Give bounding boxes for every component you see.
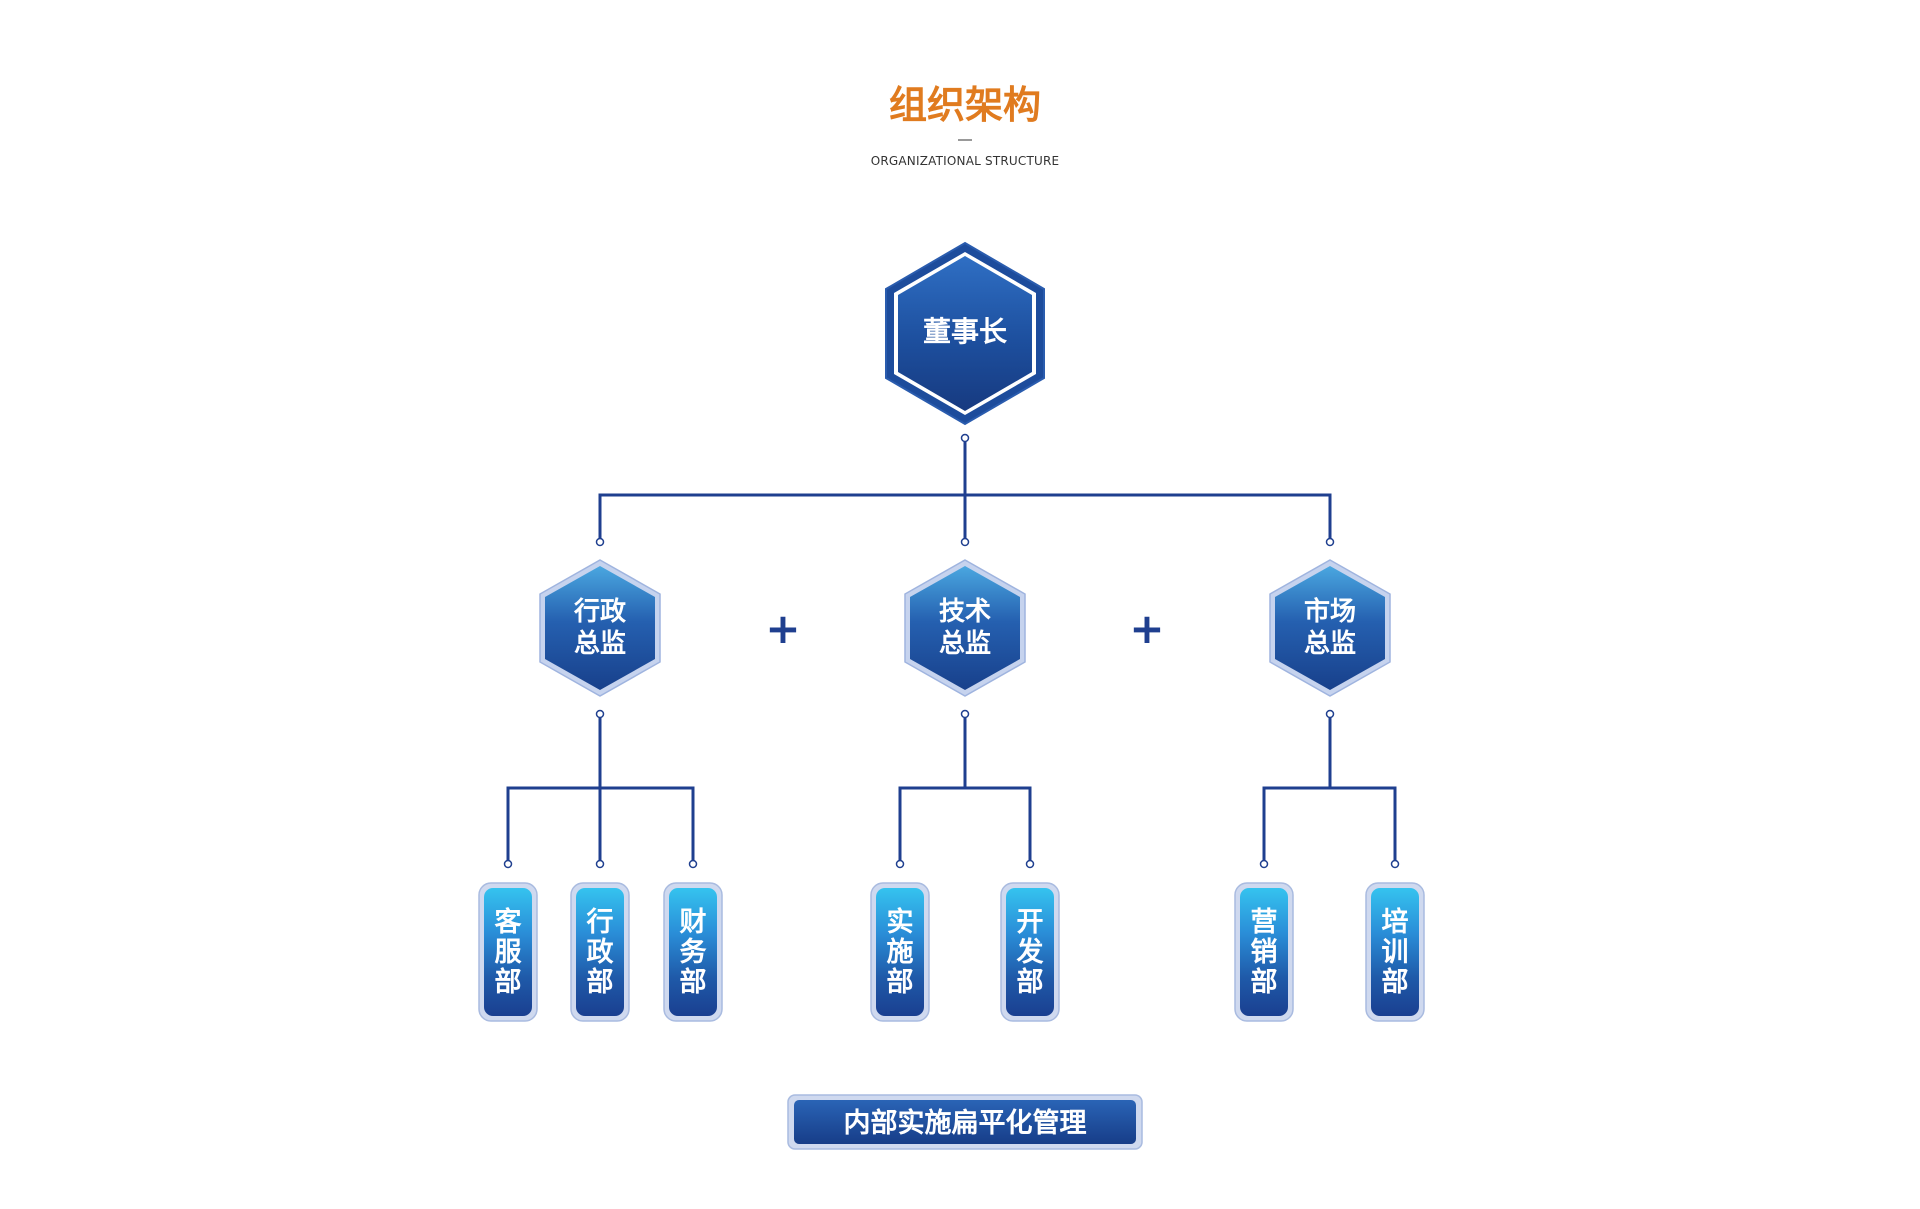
- footer-banner-box: [794, 1100, 1136, 1144]
- connector-dot: [1259, 859, 1269, 869]
- department-box: [669, 888, 717, 1016]
- connector-dot: [503, 859, 513, 869]
- director-hexagon: [910, 566, 1020, 690]
- footer-label: 内部实施扁平化管理: [844, 1107, 1087, 1139]
- department-node: 实 施 部: [870, 882, 930, 1022]
- department-char: 部: [887, 966, 914, 998]
- connector-dot: [595, 537, 605, 547]
- department-node: 行 政 部: [570, 882, 630, 1022]
- connector-dot: [688, 859, 698, 869]
- connector-dot: [595, 709, 605, 719]
- director-node: 行政 总监: [539, 559, 661, 697]
- department-char: 部: [587, 966, 614, 998]
- department-box: [484, 888, 532, 1016]
- connector-dot: [1325, 537, 1335, 547]
- department-node: 财 务 部: [663, 882, 723, 1022]
- connector-dot: [960, 433, 970, 443]
- department-char: 培: [1382, 907, 1409, 938]
- director-label-line1: 行政: [573, 596, 626, 627]
- department-char: 服: [495, 937, 523, 968]
- connector-dot: [1390, 859, 1400, 869]
- department-char: 部: [680, 966, 707, 998]
- director-hexagon: [1275, 566, 1385, 690]
- director-label-line2: 总监: [574, 629, 626, 659]
- department-char: 开: [1017, 907, 1044, 938]
- department-node: 营 销 部: [1234, 882, 1294, 1022]
- department-char: 实: [887, 906, 914, 938]
- director-label-line1: 技术: [939, 597, 991, 627]
- director-label-line2: 总监: [939, 629, 991, 659]
- page-title: 组织架构: [889, 83, 1041, 127]
- director-node: 市场 总监: [1269, 559, 1391, 697]
- department-char: 客: [495, 906, 523, 938]
- connector-dot: [960, 709, 970, 719]
- plus-separator: +: [1129, 604, 1164, 653]
- director-label-line1: 市场: [1304, 596, 1356, 627]
- department-node: 培 训 部: [1365, 882, 1425, 1022]
- page-subtitle: ORGANIZATIONAL STRUCTURE: [871, 154, 1060, 168]
- department-char: 政: [587, 937, 614, 968]
- department-char: 销: [1251, 937, 1278, 968]
- connector-lines: [506, 440, 1397, 864]
- connector-line: [1262, 786, 1397, 864]
- connector-dot: [1325, 709, 1335, 719]
- department-box: [576, 888, 624, 1016]
- connector-line: [598, 493, 1332, 542]
- department-box: [1371, 888, 1419, 1016]
- director-label-line2: 总监: [1304, 629, 1356, 659]
- department-node: 开 发 部: [1000, 882, 1060, 1022]
- connector-line: [898, 786, 1032, 864]
- connector-dot: [1025, 859, 1035, 869]
- department-char: 部: [1251, 966, 1278, 998]
- chairman-hexagon: [898, 256, 1032, 411]
- connector-dots: [503, 433, 1400, 869]
- department-char: 部: [495, 966, 522, 998]
- director-node: 技术 总监: [904, 559, 1026, 697]
- department-char: 部: [1017, 966, 1044, 998]
- chairman-node: 董事长: [885, 241, 1045, 426]
- plus-separator: +: [765, 604, 800, 653]
- department-char: 训: [1382, 937, 1409, 968]
- department-char: 务: [680, 937, 707, 968]
- department-char: 行: [586, 906, 614, 938]
- department-char: 发: [1016, 936, 1044, 968]
- department-char: 部: [1382, 966, 1409, 998]
- department-box: [876, 888, 924, 1016]
- department-char: 财: [680, 907, 707, 938]
- connector-dot: [895, 859, 905, 869]
- department-node: 客 服 部: [478, 882, 538, 1022]
- department-box: [1240, 888, 1288, 1016]
- connector-dot: [960, 537, 970, 547]
- connector-dot: [595, 859, 605, 869]
- department-box: [1006, 888, 1054, 1016]
- footer-banner: 内部实施扁平化管理: [787, 1094, 1143, 1150]
- department-char: 施: [887, 937, 914, 968]
- chairman-label: 董事长: [923, 315, 1007, 348]
- connector-line: [506, 786, 695, 864]
- director-hexagon: [545, 566, 655, 690]
- department-char: 营: [1251, 907, 1278, 938]
